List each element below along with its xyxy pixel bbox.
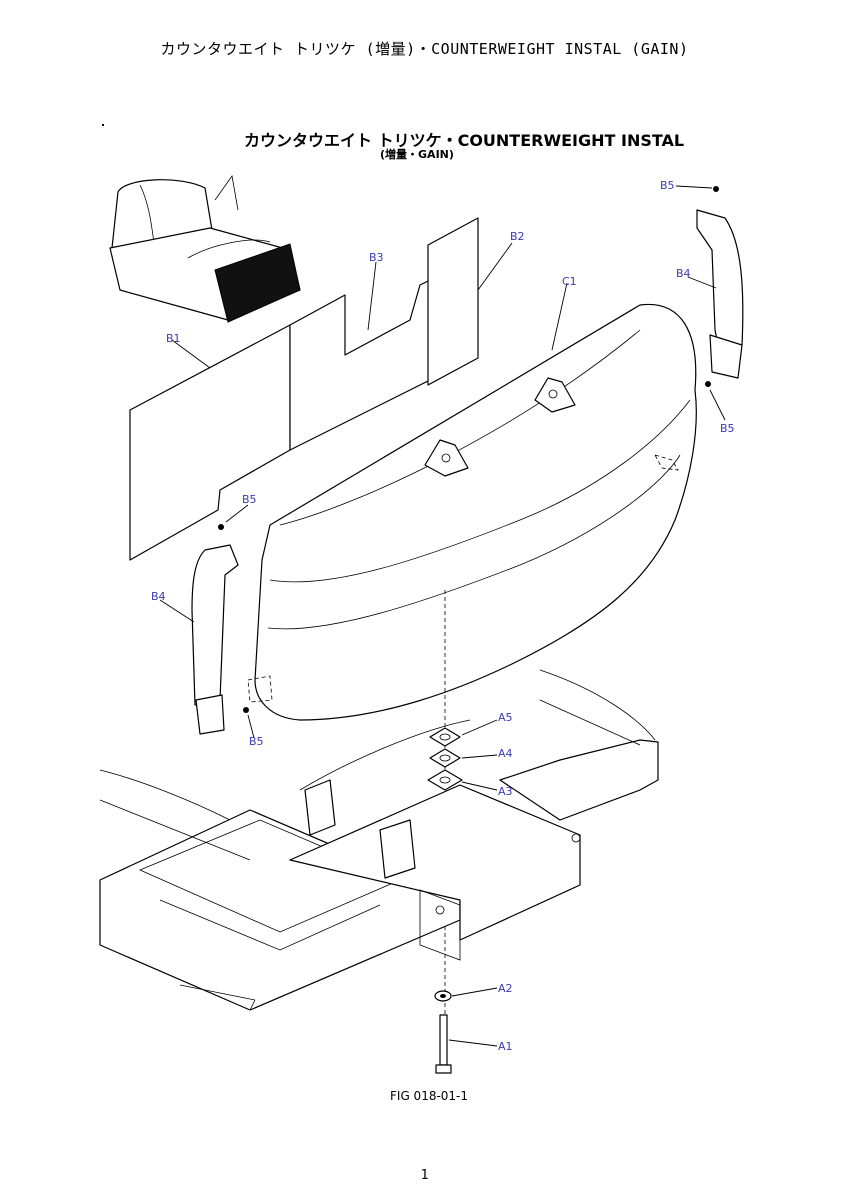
machine-frame: [99, 669, 659, 1011]
callout-a4: A4: [498, 747, 513, 760]
page-number: 1: [420, 1168, 429, 1183]
callout-a5: A5: [498, 711, 513, 724]
page-header: カウンタウエイト トリツケ (増量)・COUNTERWEIGHT INSTAL …: [160, 40, 689, 58]
callout-a3: A3: [498, 785, 513, 798]
washer-a4: [429, 748, 461, 768]
figure-number: FIG 018-01-1: [390, 1089, 469, 1103]
bolt-a1: [435, 1014, 452, 1074]
callout-leaders: [159, 185, 726, 1047]
callout-b5-top-right: B5: [660, 179, 675, 192]
callout-b5-left-top: B5: [242, 493, 257, 506]
figure-subtitle: (増量・GAIN): [380, 148, 454, 161]
nut-a2: [434, 990, 452, 1002]
bracket-b4-left: [191, 524, 249, 735]
callout-c1: C1: [562, 275, 577, 288]
callout-b4-left: B4: [151, 590, 166, 603]
plate-b3: [289, 279, 431, 451]
callout-b2: B2: [510, 230, 525, 243]
callout-a2: A2: [498, 982, 513, 995]
seat-illustration: [109, 174, 301, 323]
washer-a3: [427, 769, 463, 791]
callout-b4-right: B4: [676, 267, 691, 280]
callout-a1: A1: [498, 1040, 513, 1053]
callout-b5-right: B5: [720, 422, 735, 435]
stray-dot: [102, 124, 104, 126]
plate-b1: [129, 324, 291, 561]
callout-b3: B3: [369, 251, 384, 264]
callout-b1: B1: [166, 332, 181, 345]
bracket-b4-right: [696, 186, 744, 387]
plate-b2: [427, 217, 479, 386]
washer-a5: [429, 727, 461, 747]
counterweight-c1: [247, 303, 697, 721]
figure-title: カウンタウエイト トリツケ・COUNTERWEIGHT INSTAL: [244, 131, 685, 150]
callout-b5-left-bottom: B5: [249, 735, 264, 748]
